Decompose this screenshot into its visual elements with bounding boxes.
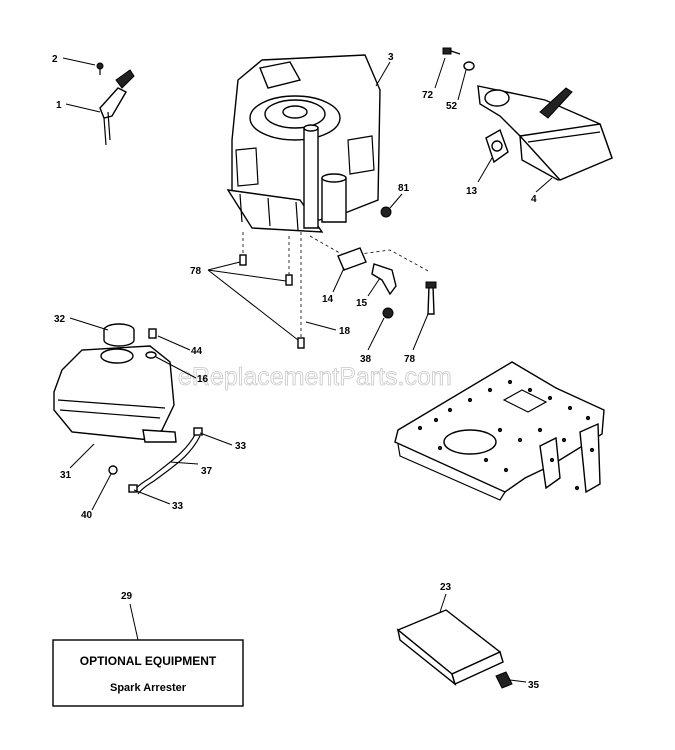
callout-23: 23 (440, 582, 452, 593)
spark-arrester-part (396, 609, 504, 686)
optional-equipment-subtitle: Spark Arrester (110, 682, 187, 694)
exhaust-gasket-part (485, 128, 509, 164)
engine-part (226, 54, 381, 233)
fuel-tank-part (53, 345, 177, 443)
callout-37: 37 (201, 466, 213, 477)
nut-part (380, 206, 392, 218)
screw-part (495, 671, 513, 689)
callout-15: 15 (356, 298, 368, 309)
watermark-text: eReplacementParts.com (178, 363, 452, 391)
bolt-right-part (425, 281, 437, 315)
callout-2: 2 (52, 54, 58, 65)
callout-52: 52 (446, 101, 458, 112)
engine-bolt-parts (239, 232, 431, 349)
callout-35: 35 (528, 680, 540, 691)
tank-fasteners-part (108, 328, 157, 475)
exhaust-bolt-part (442, 47, 475, 71)
callout-31: 31 (60, 470, 72, 481)
leader-lines (62, 57, 553, 683)
callout-13: 13 (466, 186, 478, 197)
callout-16: 16 (197, 374, 209, 385)
callout-38: 38 (360, 354, 372, 365)
callout-44: 44 (191, 346, 203, 357)
muffler-part (477, 85, 613, 181)
fuel-fitting-part (337, 247, 397, 319)
engine-mount-plate-part (394, 361, 605, 501)
callout-72: 72 (422, 90, 434, 101)
fuel-line-part (128, 427, 203, 495)
callout-33-bottom: 33 (172, 501, 184, 512)
callout-3: 3 (388, 52, 394, 63)
callout-78-left: 78 (190, 266, 202, 277)
callout-numbers: 2 1 3 72 52 13 4 81 78 14 15 18 38 78 32… (52, 52, 540, 691)
callout-18: 18 (339, 326, 351, 337)
callout-33-top: 33 (235, 441, 247, 452)
optional-equipment-box (52, 639, 244, 707)
callout-29: 29 (121, 591, 133, 602)
callout-14: 14 (322, 294, 334, 305)
optional-equipment-title: OPTIONAL EQUIPMENT (80, 654, 217, 668)
callout-1: 1 (56, 100, 62, 111)
callout-40: 40 (81, 510, 93, 521)
fuel-cap-part (103, 323, 135, 347)
callout-81: 81 (398, 183, 410, 194)
throttle-control-part (96, 62, 135, 146)
callout-4: 4 (531, 194, 537, 205)
callout-78-right: 78 (404, 354, 416, 365)
callout-32: 32 (54, 314, 66, 325)
